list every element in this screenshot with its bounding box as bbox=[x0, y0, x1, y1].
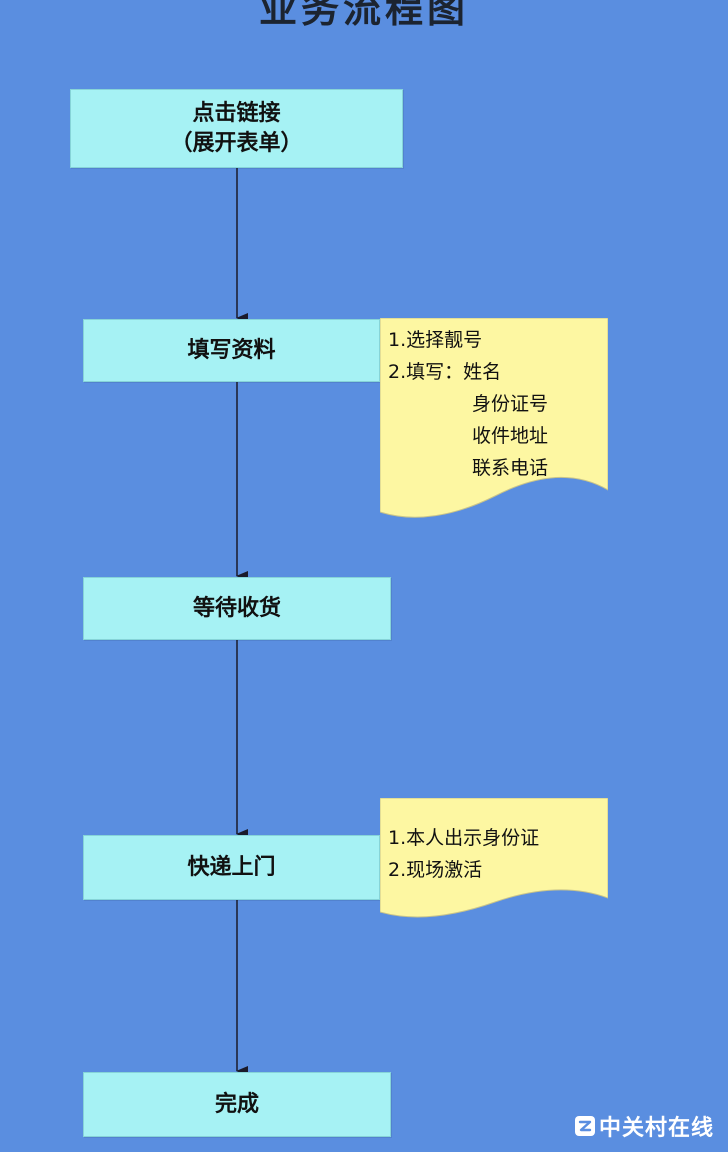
note-field-name: 姓名 bbox=[463, 361, 502, 383]
watermark: 中关村在线 bbox=[574, 1110, 714, 1142]
note-field-address: 收件地址 bbox=[472, 425, 549, 447]
page-title: 业务流程图 bbox=[258, 0, 469, 31]
note-fill-info-shape bbox=[380, 318, 608, 518]
step-fill-info: 填写资料 bbox=[83, 319, 380, 382]
note-field-phone: 联系电话 bbox=[472, 457, 549, 479]
note-fill-info-item2: 2.填写： bbox=[388, 361, 464, 383]
step-courier-visit-label: 快递上门 bbox=[187, 854, 276, 880]
step-await-delivery-label: 等待收货 bbox=[192, 595, 281, 621]
note-courier-item1: 1.本人出示身份证 bbox=[388, 827, 540, 849]
step-await-delivery: 等待收货 bbox=[83, 577, 391, 640]
step-complete: 完成 bbox=[83, 1072, 391, 1137]
step-courier-visit: 快递上门 bbox=[83, 835, 380, 900]
note-courier-visit-shape bbox=[380, 798, 608, 918]
step-click-link-sublabel: （展开表单） bbox=[170, 130, 303, 156]
note-field-id: 身份证号 bbox=[472, 393, 549, 415]
watermark-logo-icon bbox=[574, 1116, 595, 1136]
note-courier-item2: 2.现场激活 bbox=[388, 859, 483, 881]
step-click-link: 点击链接 （展开表单） bbox=[70, 89, 403, 168]
watermark-text: 中关村在线 bbox=[598, 1116, 714, 1141]
note-fill-info: 1.选择靓号 2.填写：姓名 身份证号 收件地址 联系电话 bbox=[380, 318, 608, 524]
note-fill-info-item1: 1.选择靓号 bbox=[388, 329, 483, 351]
step-fill-info-label: 填写资料 bbox=[187, 337, 276, 363]
note-courier-visit: 1.本人出示身份证 2.现场激活 bbox=[380, 798, 608, 923]
step-complete-label: 完成 bbox=[214, 1091, 259, 1117]
step-click-link-label: 点击链接 bbox=[192, 100, 281, 126]
